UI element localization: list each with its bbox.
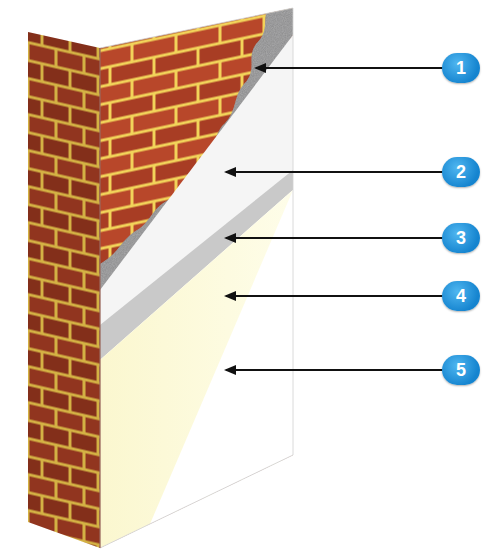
leader-arrows [226, 68, 443, 370]
callout-number: 4 [442, 281, 480, 311]
callout-number: 5 [442, 355, 480, 385]
callout-number: 1 [442, 53, 480, 83]
brick-layer [90, 0, 310, 554]
callout-number: 3 [442, 223, 480, 253]
finish-layer [100, 190, 293, 554]
wall-side [28, 32, 100, 548]
callout-number: 2 [442, 157, 480, 187]
insulation-layer [100, 35, 293, 554]
